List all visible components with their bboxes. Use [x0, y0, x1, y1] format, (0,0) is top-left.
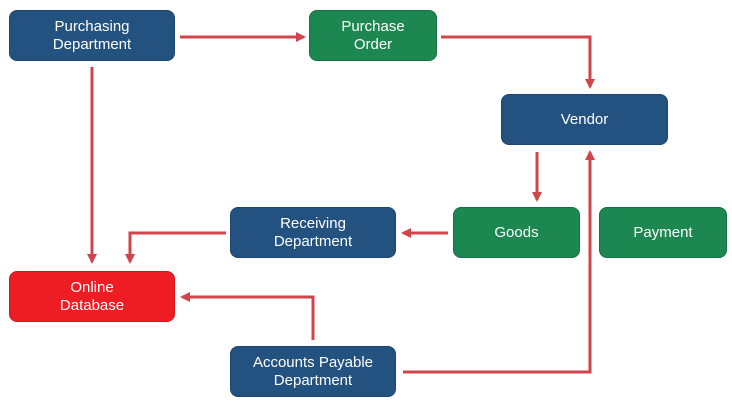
- goods-label: Goods: [494, 223, 539, 241]
- purchase-order-box: Purchase Order: [309, 10, 437, 61]
- arrow-receiving-to-online-database: [125, 231, 226, 264]
- receiving-department-label: Receiving Department: [273, 214, 353, 250]
- accounts-payable-department-label: Accounts Payable Department: [252, 353, 374, 389]
- payment-label: Payment: [633, 223, 693, 241]
- arrow-accounts-payable-to-online-database: [180, 292, 315, 340]
- receiving-department-box: Receiving Department: [230, 207, 396, 258]
- arrow-purchase-order-to-vendor: [441, 35, 595, 89]
- purchasing-department-box: Purchasing Department: [9, 10, 175, 61]
- vendor-box: Vendor: [501, 94, 668, 145]
- vendor-label: Vendor: [560, 110, 609, 128]
- purchasing-department-label: Purchasing Department: [52, 17, 132, 53]
- purchase-order-label: Purchase Order: [341, 17, 405, 53]
- arrow-accounts-payable-to-vendor: [403, 150, 595, 374]
- payment-box: Payment: [599, 207, 727, 258]
- goods-box: Goods: [453, 207, 580, 258]
- accounts-payable-department-box: Accounts Payable Department: [230, 346, 396, 397]
- online-database-label: Online Database: [59, 278, 125, 314]
- online-database-box: Online Database: [9, 271, 175, 322]
